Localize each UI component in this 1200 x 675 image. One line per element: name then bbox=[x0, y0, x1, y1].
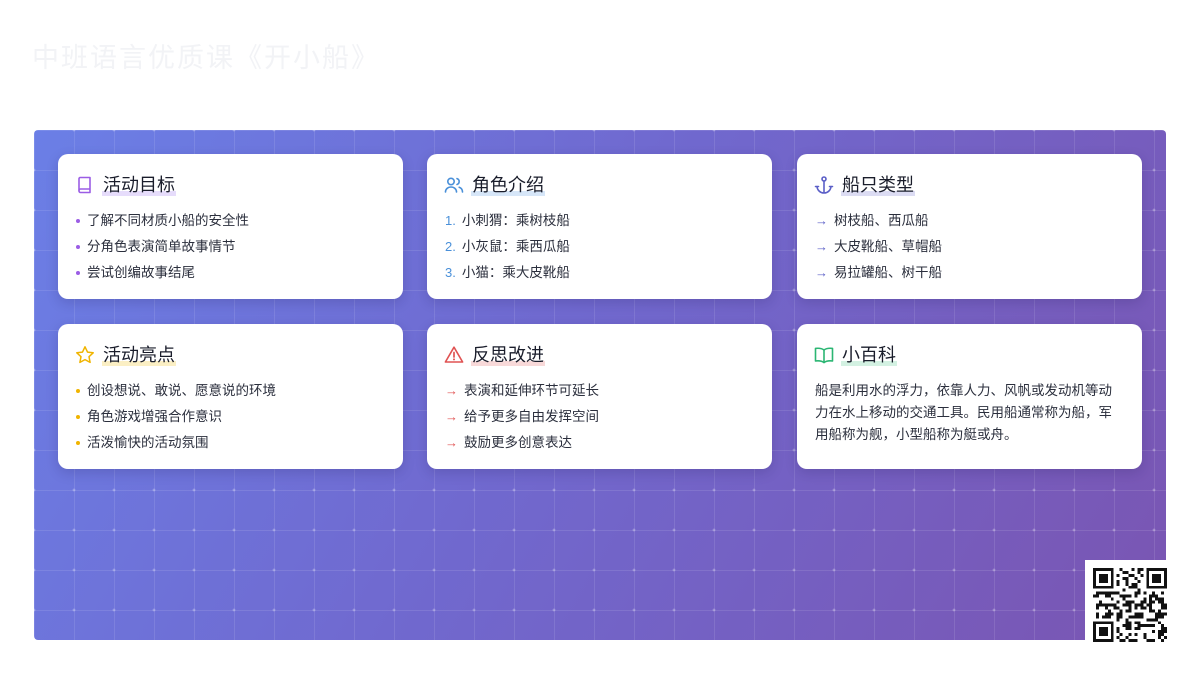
card-highlights: 活动亮点 创设想说、敢说、愿意说的环境 角色游戏增强合作意识 活泼愉快的活动氛围 bbox=[58, 324, 403, 469]
qr-code-icon bbox=[1085, 560, 1175, 650]
page-title: 中班语言优质课《开小船》 bbox=[32, 43, 380, 73]
list-number: 3. bbox=[445, 265, 456, 280]
arrow-icon: → bbox=[815, 239, 828, 254]
list-item: →表演和延伸环节可延长 bbox=[445, 378, 756, 404]
list-item: 活泼愉快的活动氛围 bbox=[76, 430, 387, 456]
list-item: 角色游戏增强合作意识 bbox=[76, 404, 387, 430]
bullet-dot bbox=[76, 441, 80, 445]
list-item: 1.小刺猬：乘树枝船 bbox=[445, 208, 756, 234]
anchor-icon bbox=[813, 174, 835, 196]
card-title: 小百科 bbox=[841, 344, 897, 366]
card-title: 反思改进 bbox=[471, 344, 545, 366]
arrow-icon: → bbox=[445, 409, 458, 424]
card-boat-types: 船只类型 →树枝船、西瓜船 →大皮靴船、草帽船 →易拉罐船、树干船 bbox=[797, 154, 1142, 299]
arrow-icon: → bbox=[445, 383, 458, 398]
bullet-dot bbox=[76, 219, 80, 223]
list-item: →树枝船、西瓜船 bbox=[815, 208, 1126, 234]
list-item: 尝试创编故事结尾 bbox=[76, 260, 387, 286]
star-icon bbox=[74, 344, 96, 366]
open-book-icon bbox=[813, 344, 835, 366]
list-item: 了解不同材质小船的安全性 bbox=[76, 208, 387, 234]
arrow-icon: → bbox=[445, 435, 458, 450]
arrow-icon: → bbox=[815, 213, 828, 228]
list-item: →大皮靴船、草帽船 bbox=[815, 234, 1126, 260]
bullet-dot bbox=[76, 389, 80, 393]
users-icon bbox=[443, 174, 465, 196]
card-reflection: 反思改进 →表演和延伸环节可延长 →给予更多自由发挥空间 →鼓励更多创意表达 bbox=[427, 324, 772, 469]
book-icon bbox=[74, 174, 96, 196]
card-activity-goals: 活动目标 了解不同材质小船的安全性 分角色表演简单故事情节 尝试创编故事结尾 bbox=[58, 154, 403, 299]
list-item: 2.小灰鼠：乘西瓜船 bbox=[445, 234, 756, 260]
bullet-dot bbox=[76, 245, 80, 249]
card-encyclopedia: 小百科 船是利用水的浮力，依靠人力、风帆或发动机等动力在水上移动的交通工具。民用… bbox=[797, 324, 1142, 469]
bullet-dot bbox=[76, 415, 80, 419]
card-character-intro: 角色介绍 1.小刺猬：乘树枝船 2.小灰鼠：乘西瓜船 3.小猫：乘大皮靴船 bbox=[427, 154, 772, 299]
encyclopedia-text: 船是利用水的浮力，依靠人力、风帆或发动机等动力在水上移动的交通工具。民用船通常称… bbox=[815, 383, 1112, 442]
list-number: 1. bbox=[445, 213, 456, 228]
list-item: 创设想说、敢说、愿意说的环境 bbox=[76, 378, 387, 404]
warning-icon bbox=[443, 344, 465, 366]
bullet-dot bbox=[76, 271, 80, 275]
list-item: 3.小猫：乘大皮靴船 bbox=[445, 260, 756, 286]
list-item: →给予更多自由发挥空间 bbox=[445, 404, 756, 430]
card-title: 活动目标 bbox=[102, 174, 176, 196]
arrow-icon: → bbox=[815, 265, 828, 280]
card-title: 活动亮点 bbox=[102, 344, 176, 366]
card-title: 角色介绍 bbox=[471, 174, 545, 196]
content-panel: 活动目标 了解不同材质小船的安全性 分角色表演简单故事情节 尝试创编故事结尾 角… bbox=[34, 130, 1166, 640]
list-item: 分角色表演简单故事情节 bbox=[76, 234, 387, 260]
card-title: 船只类型 bbox=[841, 174, 915, 196]
list-item: →易拉罐船、树干船 bbox=[815, 260, 1126, 286]
list-number: 2. bbox=[445, 239, 456, 254]
list-item: →鼓励更多创意表达 bbox=[445, 430, 756, 456]
